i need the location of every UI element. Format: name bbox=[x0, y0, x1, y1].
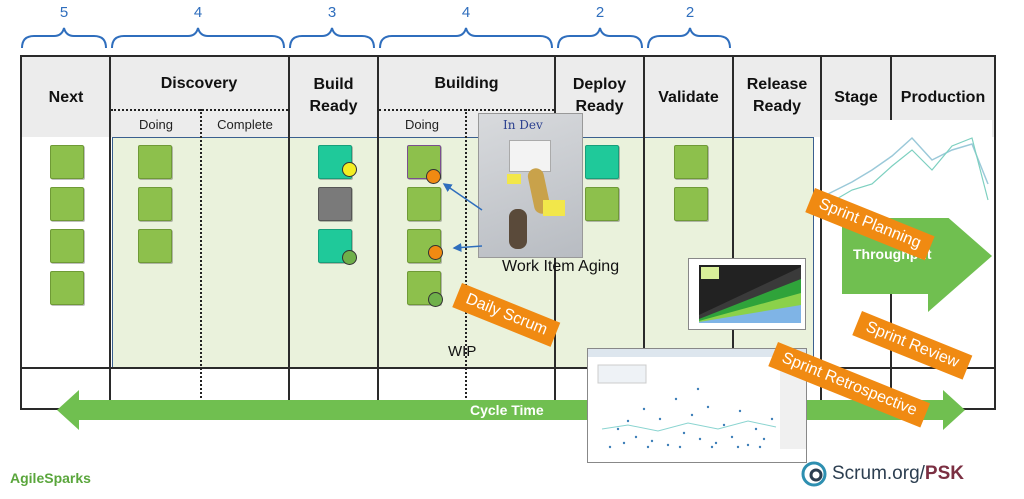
age-dot-orange bbox=[426, 169, 441, 184]
scrum-org-swirl-icon bbox=[801, 461, 827, 487]
work-item-card[interactable] bbox=[585, 145, 619, 179]
subcolumn-doing-discovery: Doing bbox=[139, 117, 173, 132]
work-item-card[interactable] bbox=[50, 271, 84, 305]
work-item-aging-label: Work Item Aging bbox=[502, 258, 620, 275]
wip-limit-validate: 2 bbox=[685, 4, 695, 21]
row-divider bbox=[22, 367, 994, 369]
scrum-org-text: Scrum.org/ bbox=[832, 463, 925, 484]
wip-limit-discovery: 4 bbox=[193, 4, 203, 21]
work-item-card[interactable] bbox=[138, 145, 172, 179]
column-divider bbox=[109, 57, 111, 410]
age-dot-green bbox=[342, 250, 357, 265]
cumulative-flow-image bbox=[688, 258, 806, 330]
column-production: Production bbox=[900, 89, 986, 106]
work-item-card[interactable] bbox=[138, 229, 172, 263]
column-discovery: Discovery bbox=[160, 75, 238, 92]
subcolumn-doing-building: Doing bbox=[405, 117, 439, 132]
work-item-card[interactable] bbox=[674, 187, 708, 221]
work-item-card[interactable] bbox=[50, 145, 84, 179]
age-dot-green bbox=[428, 292, 443, 307]
sticky-note-image bbox=[507, 174, 521, 184]
work-item-card[interactable] bbox=[674, 145, 708, 179]
column-building: Building bbox=[434, 75, 499, 92]
dark-banana-image bbox=[509, 209, 527, 249]
discovery-subheader-line bbox=[111, 109, 288, 111]
wip-limit-building: 4 bbox=[461, 4, 471, 21]
age-dot-orange bbox=[428, 245, 443, 260]
wip-limit-build-ready: 3 bbox=[327, 4, 337, 21]
column-stage: Stage bbox=[834, 89, 878, 106]
agilesparks-logo: AgileSparks bbox=[10, 470, 91, 486]
wip-limit-deploy-ready: 2 bbox=[595, 4, 605, 21]
column-divider bbox=[643, 57, 645, 410]
work-item-card[interactable] bbox=[50, 229, 84, 263]
work-item-card[interactable] bbox=[138, 187, 172, 221]
column-deploy-ready: Deploy Ready bbox=[572, 76, 627, 115]
throughput-chart-image bbox=[822, 120, 992, 218]
column-next: Next bbox=[48, 89, 84, 106]
work-item-card[interactable] bbox=[50, 187, 84, 221]
discovery-split-line bbox=[200, 109, 202, 409]
photo-paper bbox=[509, 140, 551, 172]
aging-arrows bbox=[442, 183, 483, 252]
column-divider bbox=[820, 57, 822, 410]
subcolumn-complete: Complete bbox=[217, 117, 273, 132]
work-item-card[interactable] bbox=[318, 187, 352, 221]
sticky-note-image bbox=[543, 200, 565, 216]
in-dev-note: In Dev bbox=[503, 118, 543, 132]
wip-label: WIP bbox=[448, 343, 477, 360]
column-divider bbox=[377, 57, 379, 410]
age-dot-yellow bbox=[342, 162, 357, 177]
psk-text: PSK bbox=[924, 463, 964, 484]
column-validate: Validate bbox=[658, 89, 719, 106]
column-release-ready: Release Ready bbox=[746, 76, 808, 115]
column-build-ready: Build Ready bbox=[309, 76, 358, 115]
wip-limit-next: 5 bbox=[59, 4, 69, 21]
work-item-card[interactable] bbox=[585, 187, 619, 221]
in-dev-photo: In Dev bbox=[478, 113, 583, 258]
wip-braces bbox=[21, 27, 731, 49]
work-item-card[interactable] bbox=[407, 187, 441, 221]
column-divider bbox=[288, 57, 290, 410]
cycle-time-label: Cycle Time bbox=[470, 402, 544, 418]
scrum-org-logo: Scrum.org/ PSK bbox=[800, 460, 964, 488]
column-divider bbox=[732, 57, 734, 410]
building-split-line bbox=[465, 109, 467, 409]
